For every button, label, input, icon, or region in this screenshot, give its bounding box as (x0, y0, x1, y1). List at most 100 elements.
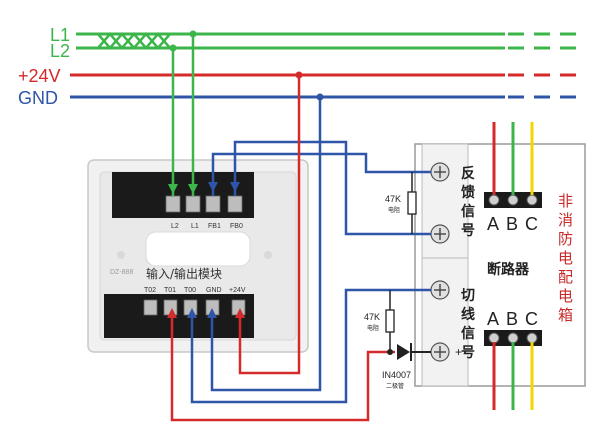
wire-fb1 (211, 152, 431, 196)
bottom-terminal-label: +24V (229, 287, 246, 294)
arrow-fb0 (230, 182, 240, 192)
arrow-t01 (167, 308, 177, 318)
feedback-char: 反 (461, 165, 475, 182)
breaker-label: 断路器 (487, 261, 530, 278)
cutoff-signal-label: 切 线 信 号 (461, 288, 475, 361)
module-label-plate (145, 231, 251, 267)
cutoff-char: 线 (461, 306, 475, 323)
box-title-char: 电 (558, 249, 573, 267)
abc-screw (526, 332, 538, 344)
wire-gnd-drop (210, 97, 322, 392)
resistor-cutoff-name: 电阻 (367, 324, 379, 332)
junction-24v (295, 71, 303, 79)
cutoff-char: 切 (461, 288, 475, 304)
bottom-terminal-screws (143, 299, 246, 316)
box-title-char: 防 (558, 230, 573, 248)
abc-top-label: A (487, 214, 499, 234)
module-screw-right (264, 251, 272, 259)
feedback-char: 馈 (461, 184, 475, 201)
twisted-pair (97, 32, 171, 50)
abc-top-label: C (525, 214, 538, 234)
bottom-terminal-block (104, 294, 254, 338)
resistor-cutoff: 47K 电阻 (364, 290, 395, 352)
module-model-label: DZ-888 (110, 269, 133, 276)
abc-screw (488, 332, 500, 344)
diode-triangle (397, 344, 410, 360)
breaker-terminal-crosses (434, 166, 446, 358)
bus-l1-label: L1 (50, 25, 70, 45)
cutoff-char: 信 (461, 325, 475, 342)
bus-lines (70, 32, 580, 99)
resistor-feedback-value: 47K (385, 194, 401, 204)
module-title: 输入/输出模块 (146, 266, 222, 281)
abc-bottom-label: B (506, 309, 518, 329)
abc-screw (507, 194, 519, 206)
box-title-char: 配 (558, 268, 573, 286)
arrow-24v (235, 308, 245, 318)
phase-wires (492, 122, 534, 410)
top-terminal-label: FB1 (208, 223, 221, 230)
diode-model: IN4007 (382, 370, 411, 380)
resistor-feedback-body (407, 191, 417, 215)
twisted-pair-2 (97, 32, 171, 50)
resistor-cutoff-body (385, 309, 395, 333)
box-title-char: 电 (558, 287, 573, 305)
abc-screw (507, 332, 519, 344)
top-terminal-label: L1 (191, 223, 199, 230)
bus-24v-label: +24V (18, 66, 61, 86)
junction-l2 (169, 44, 177, 52)
junction-dots (169, 30, 393, 355)
bottom-terminal-label: T01 (164, 287, 176, 294)
wire-24v-drop (238, 75, 301, 375)
box-title-char: 箱 (558, 306, 573, 324)
breaker-box-title: 非 消 防 电 配 电 箱 (558, 192, 573, 324)
feedback-signal-label: 反 馈 信 号 (461, 165, 475, 239)
wire-t01 (170, 315, 395, 422)
top-terminal-label: FB0 (230, 223, 243, 230)
io-module: DZ-888 输入/输出模块 L2 L1 FB1 FB0 T02 T01 T00… (87, 159, 309, 353)
resistor-cutoff-value: 47K (364, 312, 380, 322)
cutoff-char: 号 (461, 345, 475, 361)
box-title-char: 消 (558, 211, 573, 229)
bottom-terminal-screw (143, 299, 158, 316)
abc-screw (488, 194, 500, 206)
junction-gnd (316, 93, 324, 101)
abc-screw (526, 194, 538, 206)
junction-l1 (189, 30, 197, 38)
arrow-t00 (187, 308, 197, 318)
resistor-feedback: 47K 电阻 (385, 172, 417, 234)
top-terminal-screw (227, 195, 243, 213)
top-terminal-screw (165, 195, 181, 213)
diode: IN4007 二极管 (382, 343, 412, 390)
top-terminal-screw (205, 195, 221, 213)
plus-sign: + (455, 345, 462, 359)
top-terminal-screws (165, 195, 243, 213)
feedback-char: 信 (461, 203, 475, 220)
top-terminal-label: L2 (171, 223, 179, 230)
abc-top-label: B (506, 214, 518, 234)
abc-bottom-screws (488, 332, 538, 344)
top-terminal-screw (185, 195, 201, 213)
arrow-fb1 (208, 182, 218, 192)
arrow-l2 (168, 184, 178, 194)
wire-t00 (190, 288, 431, 404)
bottom-terminal-label: GND (206, 287, 222, 294)
box-title-char: 非 (558, 192, 573, 210)
breaker-box: 反 馈 信 号 切 线 信 号 断路器 非 消 防 电 配 电 箱 A (414, 143, 586, 387)
abc-bottom-label: A (487, 309, 499, 329)
feedback-char: 号 (461, 223, 475, 239)
arrow-l1 (188, 184, 198, 194)
wire-arrows (167, 182, 245, 318)
bus-gnd-label: GND (18, 88, 58, 108)
arrow-gnd (207, 308, 217, 318)
abc-top-screws (488, 194, 538, 206)
wire-fb0 (233, 140, 431, 236)
wiring (170, 34, 431, 422)
module-screw-left (117, 251, 125, 259)
bus-l2-label: L2 (50, 41, 70, 61)
resistor-feedback-name: 电阻 (388, 206, 400, 214)
bottom-terminal-label: T02 (144, 287, 156, 294)
abc-bottom-label: C (525, 309, 538, 329)
bottom-terminal-label: T00 (184, 287, 196, 294)
